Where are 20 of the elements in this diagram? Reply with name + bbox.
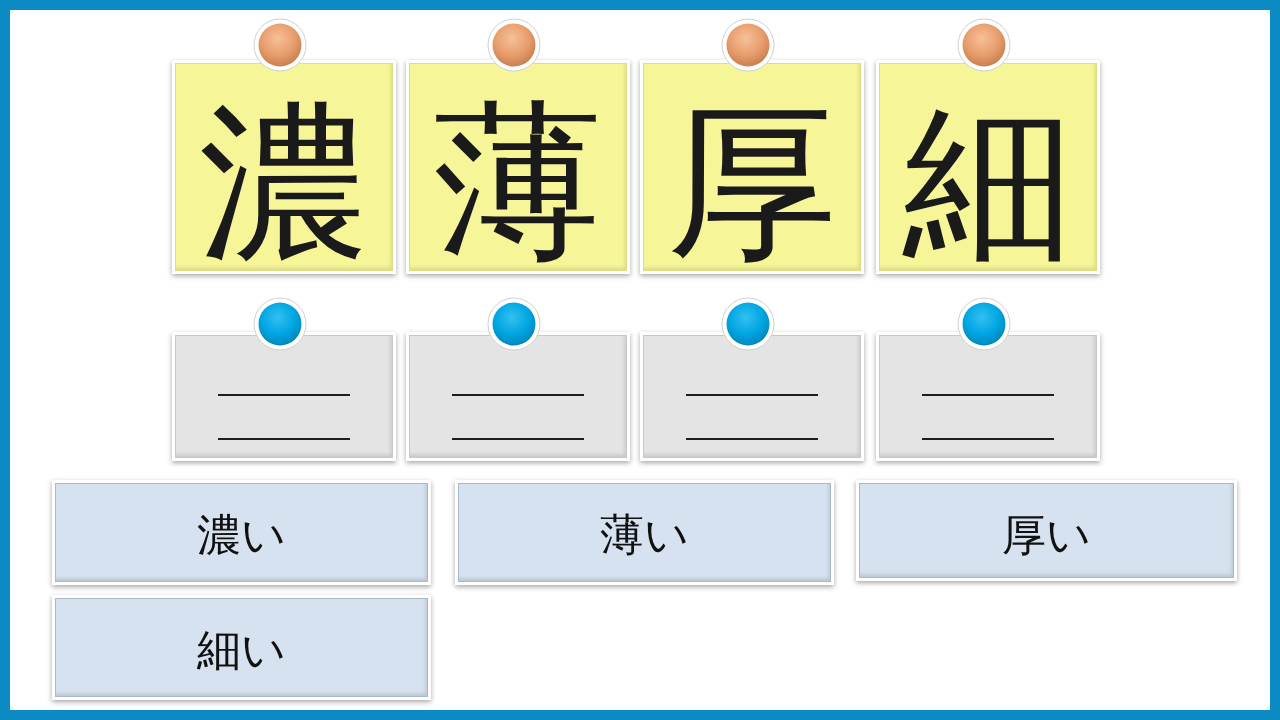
word-card	[52, 480, 431, 585]
answer-card	[172, 332, 396, 461]
word-label: 細い	[197, 626, 286, 675]
word-card	[52, 595, 431, 700]
answer-card	[640, 332, 864, 461]
answer-card	[876, 332, 1100, 461]
sticky-note	[640, 60, 864, 274]
kanji-character: 細	[903, 97, 1073, 267]
answer-card	[406, 332, 630, 461]
sticky-note	[876, 60, 1100, 274]
sticky-note	[172, 60, 396, 274]
kanji-character: 濃	[199, 97, 369, 267]
word-card	[455, 480, 834, 585]
kanji-character: 薄	[433, 97, 603, 267]
word-card	[856, 480, 1237, 581]
word-label: 濃い	[197, 511, 286, 560]
kanji-character: 厚	[667, 97, 837, 267]
sticky-note	[406, 60, 630, 274]
word-label: 薄い	[600, 511, 689, 560]
word-label: 厚い	[1002, 511, 1091, 560]
